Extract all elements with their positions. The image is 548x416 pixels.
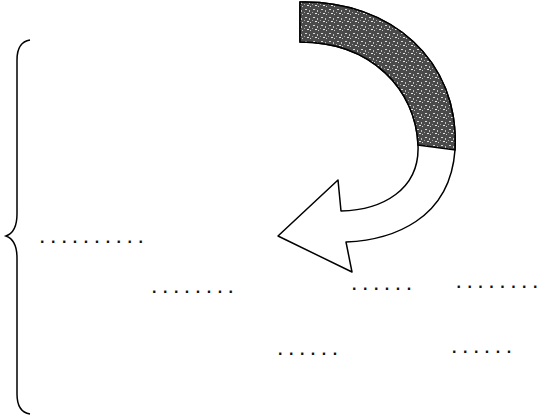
curly-brace — [6, 40, 30, 414]
curved-arrow — [278, 2, 455, 272]
fill-in-blank: ...... — [278, 342, 344, 358]
fill-in-blank: ........ — [152, 280, 240, 296]
fill-in-blank: .......... — [40, 230, 149, 246]
fill-in-blank: ...... — [352, 277, 418, 293]
fill-in-blank: ........ — [456, 275, 544, 291]
arrow-texture — [300, 2, 455, 150]
fill-in-blank: ...... — [452, 340, 518, 356]
